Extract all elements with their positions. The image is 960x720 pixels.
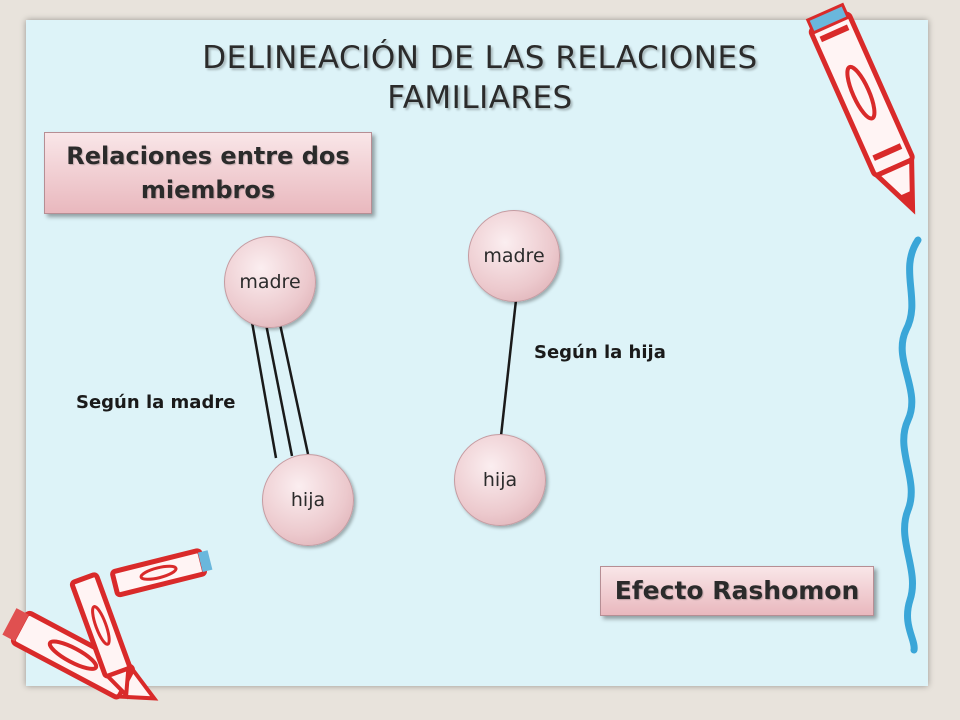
- node-hija-right: hija: [454, 434, 546, 526]
- effect-label: Efecto Rashomon: [614, 576, 860, 605]
- subtitle-box: Relaciones entre dos miembros: [44, 132, 372, 214]
- node-madre-left: madre: [224, 236, 316, 328]
- caption-segun-madre: Según la madre: [76, 392, 236, 413]
- title-line-1: DELINEACIÓN DE LAS RELACIONES: [202, 40, 758, 76]
- node-label: madre: [483, 245, 545, 267]
- connector-line-1: [250, 321, 278, 459]
- connector-line-3: [278, 323, 310, 455]
- page-title: DELINEACIÓN DE LAS RELACIONES FAMILIARES: [120, 38, 840, 118]
- crayon-top-right-icon: [805, 2, 916, 215]
- node-label: madre: [239, 271, 301, 293]
- title-line-2: FAMILIARES: [387, 80, 573, 116]
- crayon-bottom-left-2-icon: [110, 548, 213, 598]
- wavy-blue-line: [898, 236, 922, 654]
- connector-line-2: [264, 323, 294, 457]
- connector-line-single: [499, 299, 518, 437]
- node-label: hija: [290, 489, 326, 511]
- effect-label-box: Efecto Rashomon: [600, 566, 874, 616]
- node-label: hija: [482, 469, 518, 491]
- crayon-bottom-left-3-icon: [69, 572, 132, 700]
- node-hija-left: hija: [262, 454, 354, 546]
- subtitle-line-2: miembros: [140, 176, 276, 204]
- subtitle-line-1: Relaciones entre dos: [66, 142, 350, 170]
- crayon-bottom-left-1-icon: [2, 608, 159, 701]
- node-madre-right: madre: [468, 210, 560, 302]
- caption-segun-hija: Según la hija: [534, 342, 666, 363]
